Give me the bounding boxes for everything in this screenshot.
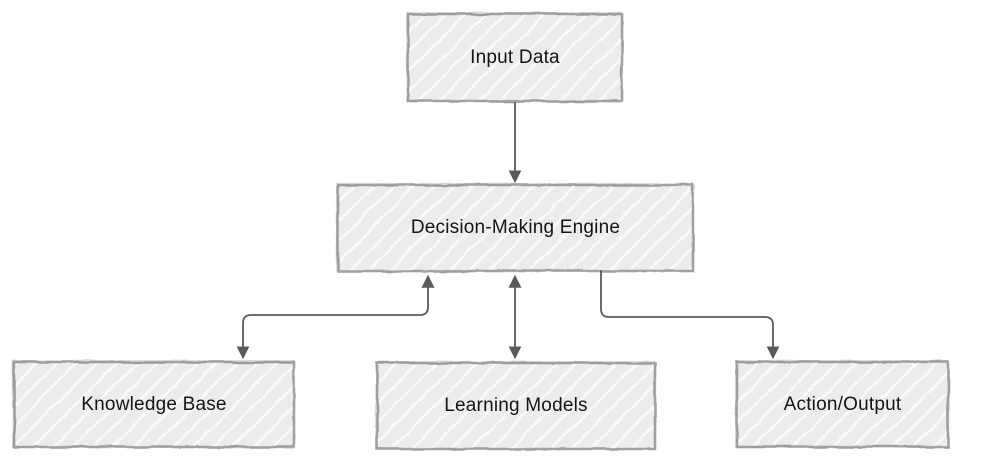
- node-input-data-box: [406, 12, 624, 103]
- edge-engine-knowledge-base-arrow: [236, 274, 435, 360]
- node-learning-models-box: [375, 361, 657, 451]
- node-action-output-box: [735, 360, 950, 449]
- edges-layer: [236, 102, 780, 360]
- node-decision-making-engine-box: [336, 183, 695, 273]
- node-boxes-layer: [12, 12, 950, 451]
- node-boxes-sketch-overlay: [12, 12, 949, 450]
- node-knowledge-base-box: [12, 360, 296, 449]
- edge-engine-to-action-output-arrow: [600, 270, 780, 360]
